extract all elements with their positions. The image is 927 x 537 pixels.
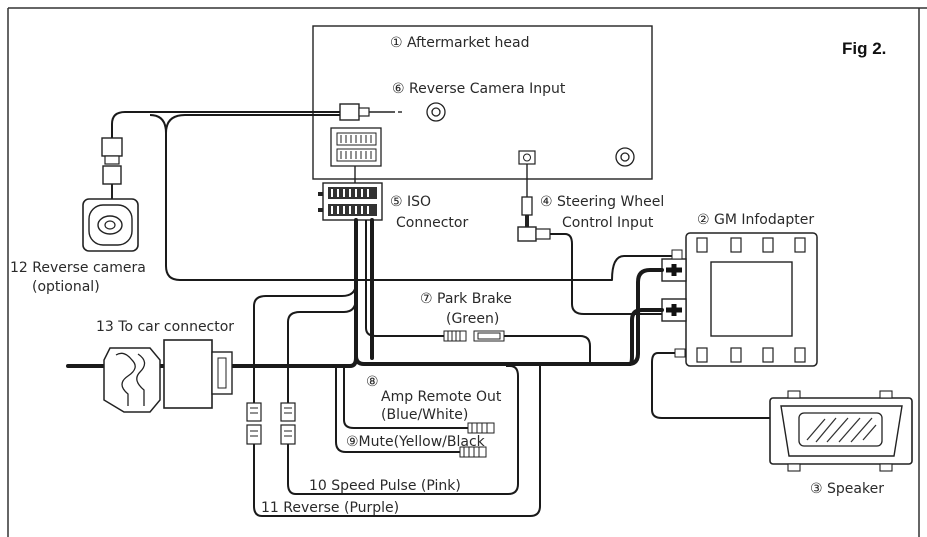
figure-label: Fig 2. [842, 39, 886, 58]
steering-jack-icon [517, 196, 551, 242]
reverse-camera-label-2: (optional) [32, 279, 100, 295]
camera-icon [82, 198, 139, 252]
infodapter-icon [661, 232, 818, 367]
speaker-icon [769, 390, 913, 472]
steering-socket-icon [518, 150, 536, 165]
main-harness [66, 218, 664, 517]
amp-remote-label-2: (Blue/White) [381, 407, 468, 423]
mute-label: ⑨Mute(Yellow/Black [346, 434, 486, 450]
iso-connector-label-1: ⑤ ISO [390, 194, 431, 210]
amp-remote-number: ⑧ [366, 374, 379, 390]
diagram-frame [7, 7, 927, 537]
reverse-wire-label: 11 Reverse (Purple) [261, 500, 399, 516]
speed-pulse-label: 10 Speed Pulse (Pink) [309, 478, 461, 494]
steering-input-label-1: ④ Steering Wheel [540, 194, 664, 210]
reverse-camera-label-1: 12 Reverse camera [10, 260, 146, 276]
iso-connector-label-2: Connector [396, 215, 468, 231]
iso-plug-icon [318, 182, 383, 221]
inline-connector-icon [246, 330, 505, 458]
car-connector-label: 13 To car connector [96, 319, 234, 335]
park-brake-label-1: ⑦ Park Brake [420, 291, 512, 307]
aux-jack-icon [615, 147, 635, 167]
head-unit-label: ① Aftermarket head [390, 35, 529, 51]
amp-remote-label-1: Amp Remote Out [381, 389, 502, 405]
iso-socket-icon [330, 127, 382, 167]
park-brake-label-2: (Green) [446, 311, 499, 327]
speaker-label: ③ Speaker [810, 481, 884, 497]
steering-input-label-2: Control Input [562, 215, 654, 231]
reverse-camera-wiring [101, 103, 672, 281]
rca-jack-icon [426, 102, 446, 122]
head-unit: ① Aftermarket head ⑥ Reverse Camera Inpu… [312, 25, 653, 180]
infodapter-label: ② GM Infodapter [697, 212, 814, 228]
reverse-camera-input-label: ⑥ Reverse Camera Input [392, 81, 566, 97]
car-connector-icon [103, 339, 233, 413]
